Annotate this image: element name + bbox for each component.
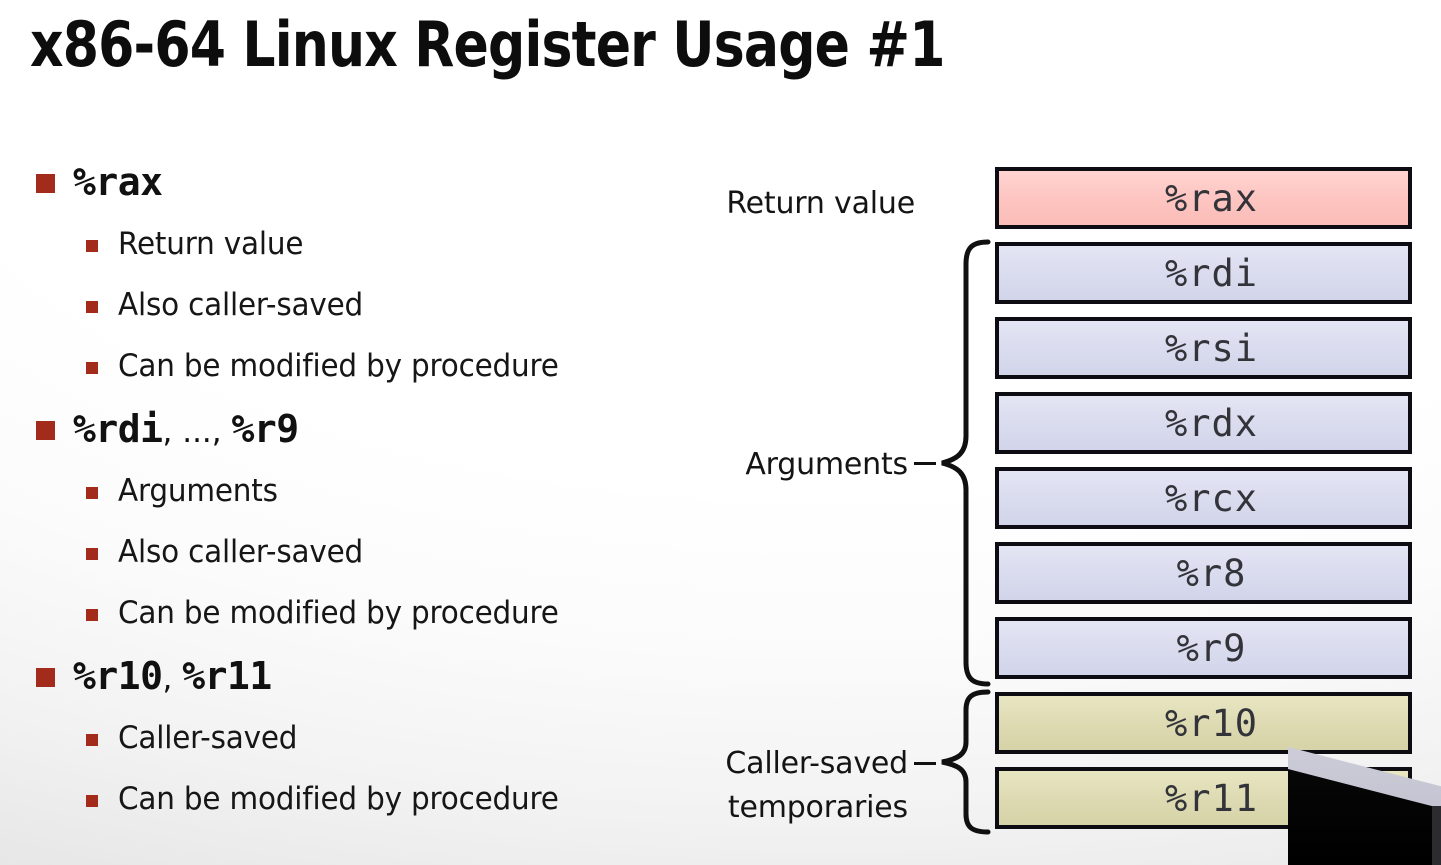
list-item: Also caller-saved: [0, 522, 690, 583]
register-box-rax[interactable]: %rax: [995, 167, 1412, 229]
page-title: x86-64 Linux Register Usage #1: [30, 8, 945, 81]
group-label-caller-saved-temporaries: Caller-saved temporaries: [725, 746, 908, 825]
bullet-marker-icon: [36, 668, 55, 687]
register-box-rdx[interactable]: %rdx: [995, 392, 1412, 454]
bullet-text: Caller-saved: [118, 720, 298, 756]
register-box-r8[interactable]: %r8: [995, 542, 1412, 604]
bullet-text: Can be modified by procedure: [118, 595, 559, 631]
register-box-r10[interactable]: %r10: [995, 692, 1412, 754]
bullet-marker-icon: [86, 548, 98, 560]
register-label: %rax: [1164, 176, 1259, 220]
bullet-register-name: %rax: [73, 160, 163, 204]
bullet-group-rdi: %rdi, ..., %r9 Arguments Also caller-sav…: [0, 397, 690, 644]
list-item: Can be modified by procedure: [0, 336, 690, 397]
bullet-text: Also caller-saved: [118, 534, 364, 570]
list-item: Return value: [0, 214, 690, 275]
bullet-register-separator: , ...,: [162, 414, 232, 450]
bullet-register-name-2: %r11: [182, 654, 272, 698]
register-label: %rcx: [1164, 476, 1259, 520]
register-diagram: Return value Arguments Caller-saved temp…: [700, 0, 1441, 865]
bullet-register-name-2: %r9: [231, 407, 300, 451]
register-box-rsi[interactable]: %rsi: [995, 317, 1412, 379]
bullet-text: Also caller-saved: [118, 287, 364, 323]
register-label: %r10: [1164, 701, 1259, 745]
bullet-text: Arguments: [118, 473, 278, 509]
list-item: Can be modified by procedure: [0, 769, 690, 830]
bullet-register-name: %r10: [73, 654, 163, 698]
bullet-level1: %r10, %r11: [0, 644, 690, 708]
bullet-text: Can be modified by procedure: [118, 781, 559, 817]
register-label: %r8: [1176, 551, 1247, 595]
bullet-register-name: %rdi: [73, 407, 163, 451]
occlusion-edge: [1432, 805, 1441, 865]
bullet-level1: %rax: [0, 150, 690, 214]
temporaries-tick: [914, 762, 936, 765]
bullet-list: %rax Return value Also caller-saved Can …: [0, 150, 690, 830]
register-label: %rdx: [1164, 401, 1259, 445]
bullet-marker-icon: [86, 795, 98, 807]
register-label: %rdi: [1164, 251, 1259, 295]
arguments-tick: [914, 462, 936, 465]
bullet-text: Can be modified by procedure: [118, 348, 559, 384]
bullet-level1: %rdi, ..., %r9: [0, 397, 690, 461]
camera-occlusion-object: [1288, 742, 1441, 865]
bullet-marker-icon: [86, 609, 98, 621]
list-item: Also caller-saved: [0, 275, 690, 336]
register-label: %rsi: [1164, 326, 1259, 370]
bullet-text: Return value: [118, 226, 304, 262]
register-label: %r11: [1164, 776, 1259, 820]
temporaries-brace: [936, 688, 992, 836]
bullet-marker-icon: [86, 487, 98, 499]
register-box-rcx[interactable]: %rcx: [995, 467, 1412, 529]
bullet-marker-icon: [36, 421, 55, 440]
bullet-group-rax: %rax Return value Also caller-saved Can …: [0, 150, 690, 397]
bullet-marker-icon: [86, 734, 98, 746]
list-item: Can be modified by procedure: [0, 583, 690, 644]
bullet-marker-icon: [36, 174, 55, 193]
register-label: %r9: [1176, 626, 1247, 670]
bullet-group-r10: %r10, %r11 Caller-saved Can be modified …: [0, 644, 690, 830]
bullet-register-separator: ,: [162, 661, 183, 697]
bullet-marker-icon: [86, 301, 98, 313]
list-item: Caller-saved: [0, 708, 690, 769]
list-item: Arguments: [0, 461, 690, 522]
group-label-return-value: Return value: [726, 186, 915, 221]
arguments-brace: [936, 238, 992, 688]
register-box-r9[interactable]: %r9: [995, 617, 1412, 679]
bullet-marker-icon: [86, 362, 98, 374]
register-box-rdi[interactable]: %rdi: [995, 242, 1412, 304]
group-label-arguments: Arguments: [745, 447, 908, 482]
bullet-marker-icon: [86, 240, 98, 252]
